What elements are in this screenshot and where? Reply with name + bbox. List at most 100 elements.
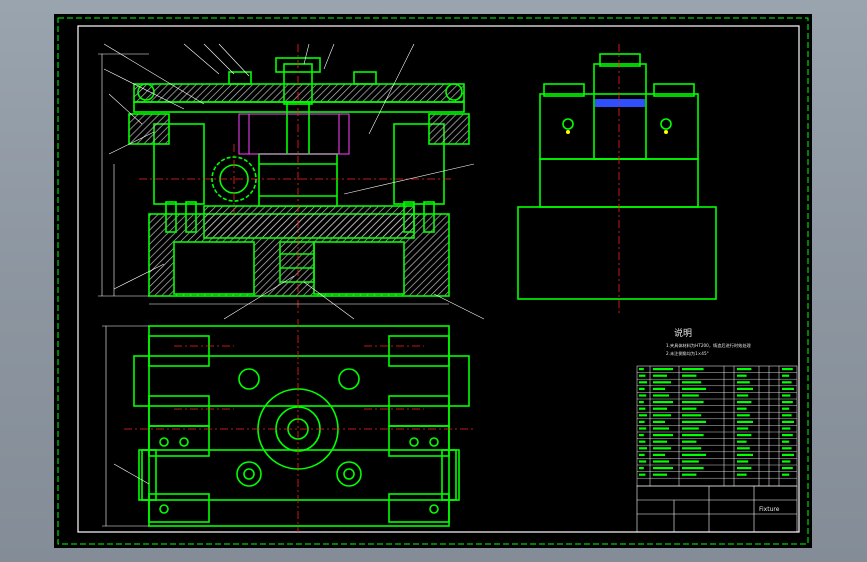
- parts-entry-mark: [782, 407, 790, 410]
- parts-entry-mark: [653, 467, 673, 470]
- parts-entry-mark: [737, 447, 750, 450]
- parts-entry-mark: [737, 440, 747, 443]
- parts-entry-mark: [737, 460, 749, 463]
- parts-entry-mark: [737, 420, 753, 423]
- parts-entry-mark: [682, 473, 697, 476]
- parts-entry-mark: [682, 381, 702, 384]
- parts-entry-mark: [782, 420, 794, 423]
- parts-entry-mark: [653, 401, 673, 404]
- parts-entry-mark: [639, 473, 646, 476]
- parts-entry-mark: [782, 460, 791, 463]
- parts-entry-mark: [639, 401, 644, 404]
- parts-entry-mark: [737, 401, 752, 404]
- parts-entry-mark: [639, 447, 647, 450]
- note-line-1: 1.夹具体材料为HT200，铸造后进行时效处理: [666, 342, 752, 349]
- parts-entry-mark: [682, 368, 704, 371]
- parts-entry-mark: [682, 467, 704, 470]
- parts-entry-mark: [782, 447, 792, 450]
- cad-drawing-viewport[interactable]: 说明 1.夹具体材料为HT200，铸造后进行时效处理 2.未注倒角均为1×45°…: [54, 14, 812, 548]
- side-view-yellow-marks: [566, 130, 668, 134]
- parts-entry-mark: [682, 407, 697, 410]
- parts-entry-mark: [782, 381, 792, 384]
- title-block-name: Fixture: [759, 506, 780, 513]
- parts-entry-mark: [639, 414, 647, 417]
- parts-entry-mark: [653, 414, 671, 417]
- parts-entry-mark: [653, 447, 671, 450]
- parts-entry-mark: [737, 473, 747, 476]
- parts-list-entries: [639, 368, 794, 476]
- parts-entry-mark: [782, 453, 794, 456]
- parts-entry-mark: [737, 434, 752, 437]
- parts-entry-mark: [737, 394, 749, 397]
- parts-entry-mark: [782, 394, 791, 397]
- parts-entry-mark: [682, 427, 699, 430]
- drawing-border: [57, 17, 809, 545]
- parts-entry-mark: [682, 394, 699, 397]
- parts-entry-mark: [682, 447, 702, 450]
- parts-entry-mark: [782, 440, 790, 443]
- parts-entry-mark: [782, 414, 792, 417]
- parts-entry-mark: [737, 453, 753, 456]
- parts-entry-mark: [653, 440, 667, 443]
- parts-entry-mark: [639, 368, 644, 371]
- parts-entry-mark: [639, 420, 645, 423]
- parts-entry-mark: [653, 453, 665, 456]
- parts-entry-mark: [737, 368, 752, 371]
- parts-entry-mark: [639, 374, 646, 377]
- parts-entry-mark: [782, 374, 790, 377]
- parts-entry-mark: [653, 420, 665, 423]
- parts-entry-mark: [653, 387, 665, 390]
- parts-entry-mark: [639, 407, 646, 410]
- front-dimensions: [98, 43, 485, 320]
- parts-entry-mark: [737, 427, 749, 430]
- parts-entry-mark: [653, 427, 669, 430]
- parts-entry-mark: [782, 467, 793, 470]
- top-plan-view: [133, 325, 470, 527]
- parts-entry-mark: [682, 460, 699, 463]
- parts-entry-mark: [639, 387, 645, 390]
- front-magenta-details: [238, 113, 350, 155]
- front-centerlines: [139, 44, 454, 314]
- parts-entry-mark: [682, 453, 706, 456]
- parts-entry-mark: [653, 434, 673, 437]
- parts-entry-mark: [737, 407, 747, 410]
- parts-entry-mark: [639, 467, 644, 470]
- parts-entry-mark: [782, 368, 793, 371]
- fixture-assembly-drawing: 说明 1.夹具体材料为HT200，铸造后进行时效处理 2.未注倒角均为1×45°…: [57, 17, 809, 545]
- parts-entry-mark: [737, 381, 750, 384]
- parts-list-rows: [637, 372, 797, 479]
- parts-entry-mark: [639, 440, 646, 443]
- parts-entry-mark: [782, 401, 793, 404]
- parts-entry-mark: [682, 374, 697, 377]
- top-dimensions: [102, 325, 150, 527]
- parts-entry-mark: [782, 387, 794, 390]
- parts-entry-mark: [639, 381, 647, 384]
- side-view-blue-block: [595, 99, 645, 107]
- parts-entry-mark: [639, 460, 647, 463]
- technical-notes: 说明 1.夹具体材料为HT200，铸造后进行时效处理 2.未注倒角均为1×45°: [666, 327, 752, 357]
- parts-entry-mark: [737, 387, 753, 390]
- parts-entry-mark: [653, 374, 667, 377]
- parts-entry-mark: [653, 394, 669, 397]
- parts-entry-mark: [653, 473, 667, 476]
- front-section-view: [128, 57, 470, 297]
- parts-entry-mark: [682, 401, 704, 404]
- parts-entry-mark: [682, 414, 702, 417]
- note-line-2: 2.未注倒角均为1×45°: [666, 350, 709, 357]
- parts-entry-mark: [653, 460, 669, 463]
- parts-entry-mark: [782, 473, 790, 476]
- parts-entry-mark: [782, 434, 793, 437]
- parts-entry-mark: [782, 427, 791, 430]
- notes-title: 说明: [674, 327, 692, 339]
- parts-entry-mark: [737, 374, 747, 377]
- parts-entry-mark: [737, 414, 750, 417]
- side-view: [517, 53, 717, 300]
- parts-entry-mark: [653, 407, 667, 410]
- parts-entry-mark: [639, 453, 645, 456]
- parts-entry-mark: [639, 427, 647, 430]
- parts-entry-mark: [639, 434, 644, 437]
- parts-entry-mark: [682, 420, 706, 423]
- parts-entry-mark: [653, 368, 673, 371]
- parts-entry-mark: [682, 387, 706, 390]
- parts-entry-mark: [737, 467, 752, 470]
